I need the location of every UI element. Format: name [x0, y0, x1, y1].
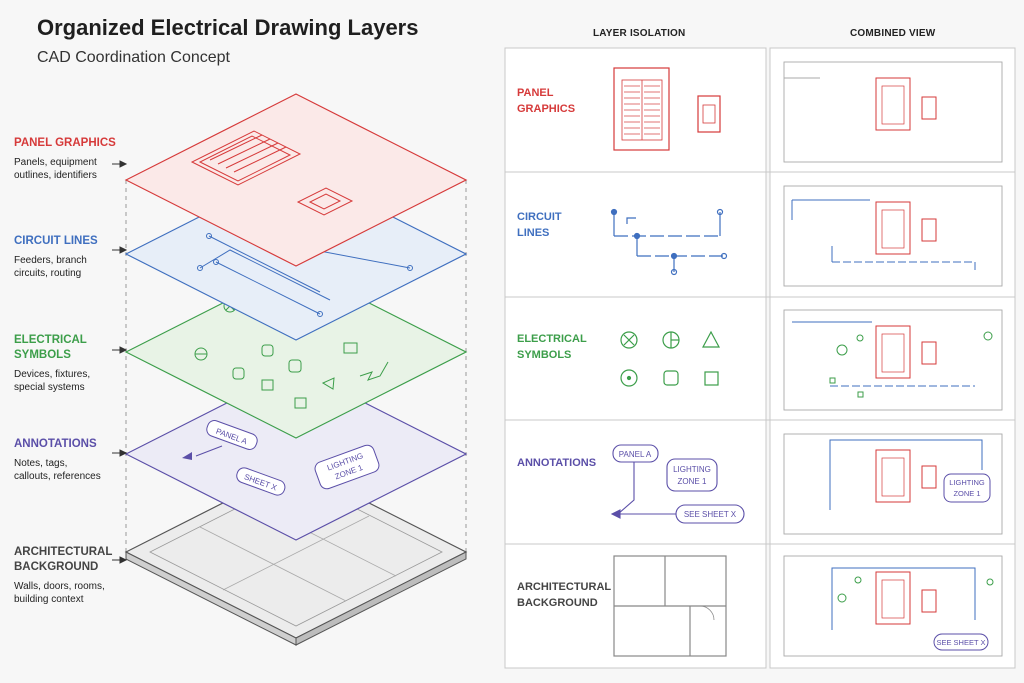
iso-annotations	[610, 444, 745, 524]
layer-desc: Devices, fixtures,special systems	[14, 369, 91, 393]
column-header-layer-isolation: LAYER ISOLATION	[593, 28, 686, 39]
iso-tag-panel-a: PANEL A	[619, 450, 652, 459]
iso-architectural	[613, 555, 727, 657]
layer-desc: Walls, doors, rooms,building context	[14, 581, 105, 605]
iso-tag-see-sheet: SEE SHEET X	[684, 510, 737, 519]
page-subtitle: CAD Coordination Concept	[37, 49, 230, 66]
combined-tag-lighting-line1: LIGHTING	[949, 478, 985, 487]
iso-electrical-symbols	[620, 330, 720, 387]
combined-tag-lighting-line2: ZONE 1	[953, 489, 980, 498]
combined-view	[783, 61, 1003, 657]
column-header-combined-view: COMBINED VIEW	[850, 28, 936, 39]
page-title: Organized Electrical Drawing Layers	[37, 15, 419, 40]
layer-name: CIRCUIT LINES	[14, 235, 98, 247]
iso-panel-graphics	[613, 67, 721, 151]
iso-circuit-lines	[610, 208, 728, 276]
row-label-annotations: ANNOTATIONS	[517, 457, 597, 469]
panel-layer	[124, 93, 468, 267]
combined-tag-see-sheet: SEE SHEET X	[936, 638, 985, 647]
layer-table	[504, 47, 1016, 669]
iso-tag-lighting-line2: ZONE 1	[678, 477, 707, 486]
annotations-layer: PANEL A LIGHTING ZONE 1 SHEET X	[124, 367, 468, 541]
layer-name: PANEL GRAPHICS	[14, 137, 116, 149]
architectural-layer	[124, 465, 468, 646]
layer-desc: Notes, tags,callouts, references	[14, 458, 101, 482]
layer-label-annotations: ANNOTATIONS Notes, tags,callouts, refere…	[14, 437, 124, 483]
iso-panel-breakers	[624, 85, 660, 135]
iso-tag-lighting-line1: LIGHTING	[673, 465, 711, 474]
layer-name: ANNOTATIONS	[14, 438, 97, 450]
